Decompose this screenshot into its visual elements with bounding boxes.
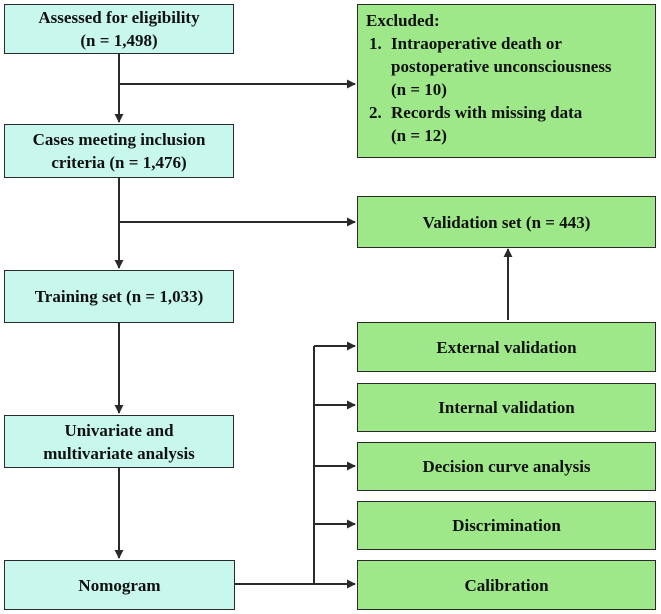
validation-label: Validation set (n = 443) <box>422 212 591 232</box>
excluded-item-line: (n = 12) <box>391 126 447 145</box>
validation-set-box: Validation set (n = 443) <box>357 196 656 248</box>
univariate-multivariate-analysis-box: Univariate and multivariate analysis <box>4 415 234 468</box>
excluded-item-line: Intraoperative death or <box>391 34 562 53</box>
assessed-for-eligibility-box: Assessed for eligibility (n = 1,498) <box>4 4 234 54</box>
nomogram-box: Nomogram <box>4 560 235 610</box>
internal-label: Internal validation <box>438 398 575 417</box>
excluded-item-text: Records with missing data (n = 12) <box>391 101 647 147</box>
analysis-line1: Univariate and <box>64 420 174 440</box>
dca-label: Decision curve analysis <box>422 457 591 476</box>
training-set-box: Training set (n = 1,033) <box>4 270 234 323</box>
excluded-item-number: 2. <box>369 103 382 122</box>
external-label: External validation <box>436 337 577 357</box>
excluded-item-line: postoperative unconsciousness <box>391 57 612 76</box>
excluded-item-line: (n = 10) <box>391 80 447 99</box>
excluded-item-text: Intraoperative death or postoperative un… <box>391 32 647 101</box>
decision-curve-analysis-box: Decision curve analysis <box>357 442 656 491</box>
nomogram-label: Nomogram <box>78 575 161 595</box>
excluded-item-number: 1. <box>369 34 382 53</box>
internal-validation-box: Internal validation <box>357 383 656 432</box>
excluded-box: Excluded: 1. Intraoperative death or pos… <box>357 4 656 158</box>
inclusion-criteria-box: Cases meeting inclusion criteria (n = 1,… <box>4 124 234 178</box>
excluded-item: 2. Records with missing data (n = 12) <box>366 101 647 147</box>
external-validation-box: External validation <box>357 322 656 372</box>
discrimination-label: Discrimination <box>452 516 561 535</box>
calibration-box: Calibration <box>357 560 656 610</box>
excluded-title: Excluded: <box>366 11 440 30</box>
analysis-line2: multivariate analysis <box>43 443 195 463</box>
inclusion-line1: Cases meeting inclusion <box>32 130 206 149</box>
assessed-line1: Assessed for eligibility <box>38 8 200 27</box>
discrimination-box: Discrimination <box>357 501 656 550</box>
excluded-item: 1. Intraoperative death or postoperative… <box>366 32 647 101</box>
excluded-item-line: Records with missing data <box>391 103 583 122</box>
training-label: Training set (n = 1,033) <box>34 287 204 306</box>
calibration-label: Calibration <box>464 575 549 595</box>
assessed-line2: (n = 1,498) <box>80 31 158 50</box>
inclusion-line2: criteria (n = 1,476) <box>51 153 187 172</box>
